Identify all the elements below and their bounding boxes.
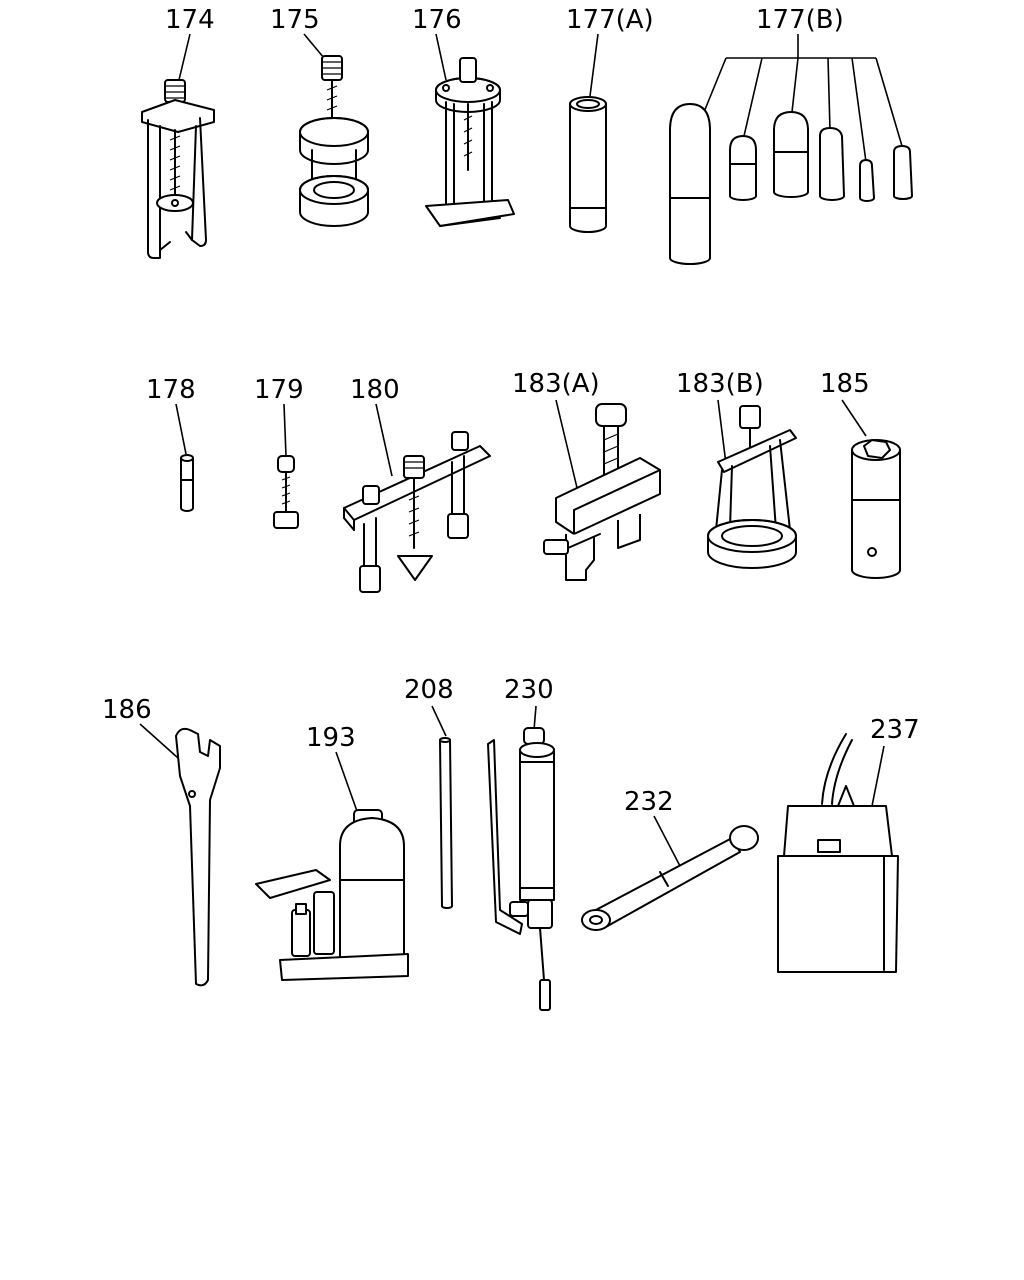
part-183b-remover[interactable]: 183(B)	[676, 369, 797, 569]
part-186-label: 186	[102, 695, 152, 725]
part-180-label: 180	[350, 375, 400, 405]
part-230-grease-gun[interactable]: 230	[487, 675, 555, 1011]
part-174-puller[interactable]: 174	[141, 5, 215, 259]
part-186-wrench[interactable]: 186	[102, 695, 221, 987]
part-177b-drift-set[interactable]: 177(B)	[669, 5, 913, 265]
part-179-label: 179	[254, 375, 304, 405]
part-175-installer[interactable]: 175	[270, 5, 369, 227]
part-185-socket-wrench[interactable]: 185	[820, 369, 901, 579]
part-232-label: 232	[624, 787, 674, 817]
part-193-label: 193	[306, 723, 356, 753]
part-180-bar-puller[interactable]: 180	[343, 375, 491, 593]
part-230-label: 230	[504, 675, 554, 705]
part-174-label: 174	[165, 5, 215, 35]
part-237-tester[interactable]: 237	[777, 715, 920, 973]
part-183a-label: 183(A)	[512, 369, 600, 399]
part-177b-label: 177(B)	[756, 5, 844, 35]
part-175-label: 175	[270, 5, 320, 35]
part-208-label: 208	[404, 675, 454, 705]
part-183b-label: 183(B)	[676, 369, 764, 399]
part-208-rod[interactable]: 208	[404, 675, 454, 909]
part-176-label: 176	[412, 5, 462, 35]
part-176-press[interactable]: 176	[412, 5, 515, 227]
part-183a-puller[interactable]: 183(A)	[512, 369, 661, 581]
part-237-label: 237	[870, 715, 920, 745]
part-179-bolt[interactable]: 179	[254, 375, 304, 529]
part-177a-label: 177(A)	[566, 5, 654, 35]
part-178-pin[interactable]: 178	[146, 375, 196, 512]
part-193-hydraulic-jack[interactable]: 193	[255, 723, 409, 981]
part-177a-sleeve[interactable]: 177(A)	[566, 5, 654, 233]
part-232-extension-bar[interactable]: 232	[581, 787, 759, 931]
part-185-label: 185	[820, 369, 870, 399]
part-178-label: 178	[146, 375, 196, 405]
